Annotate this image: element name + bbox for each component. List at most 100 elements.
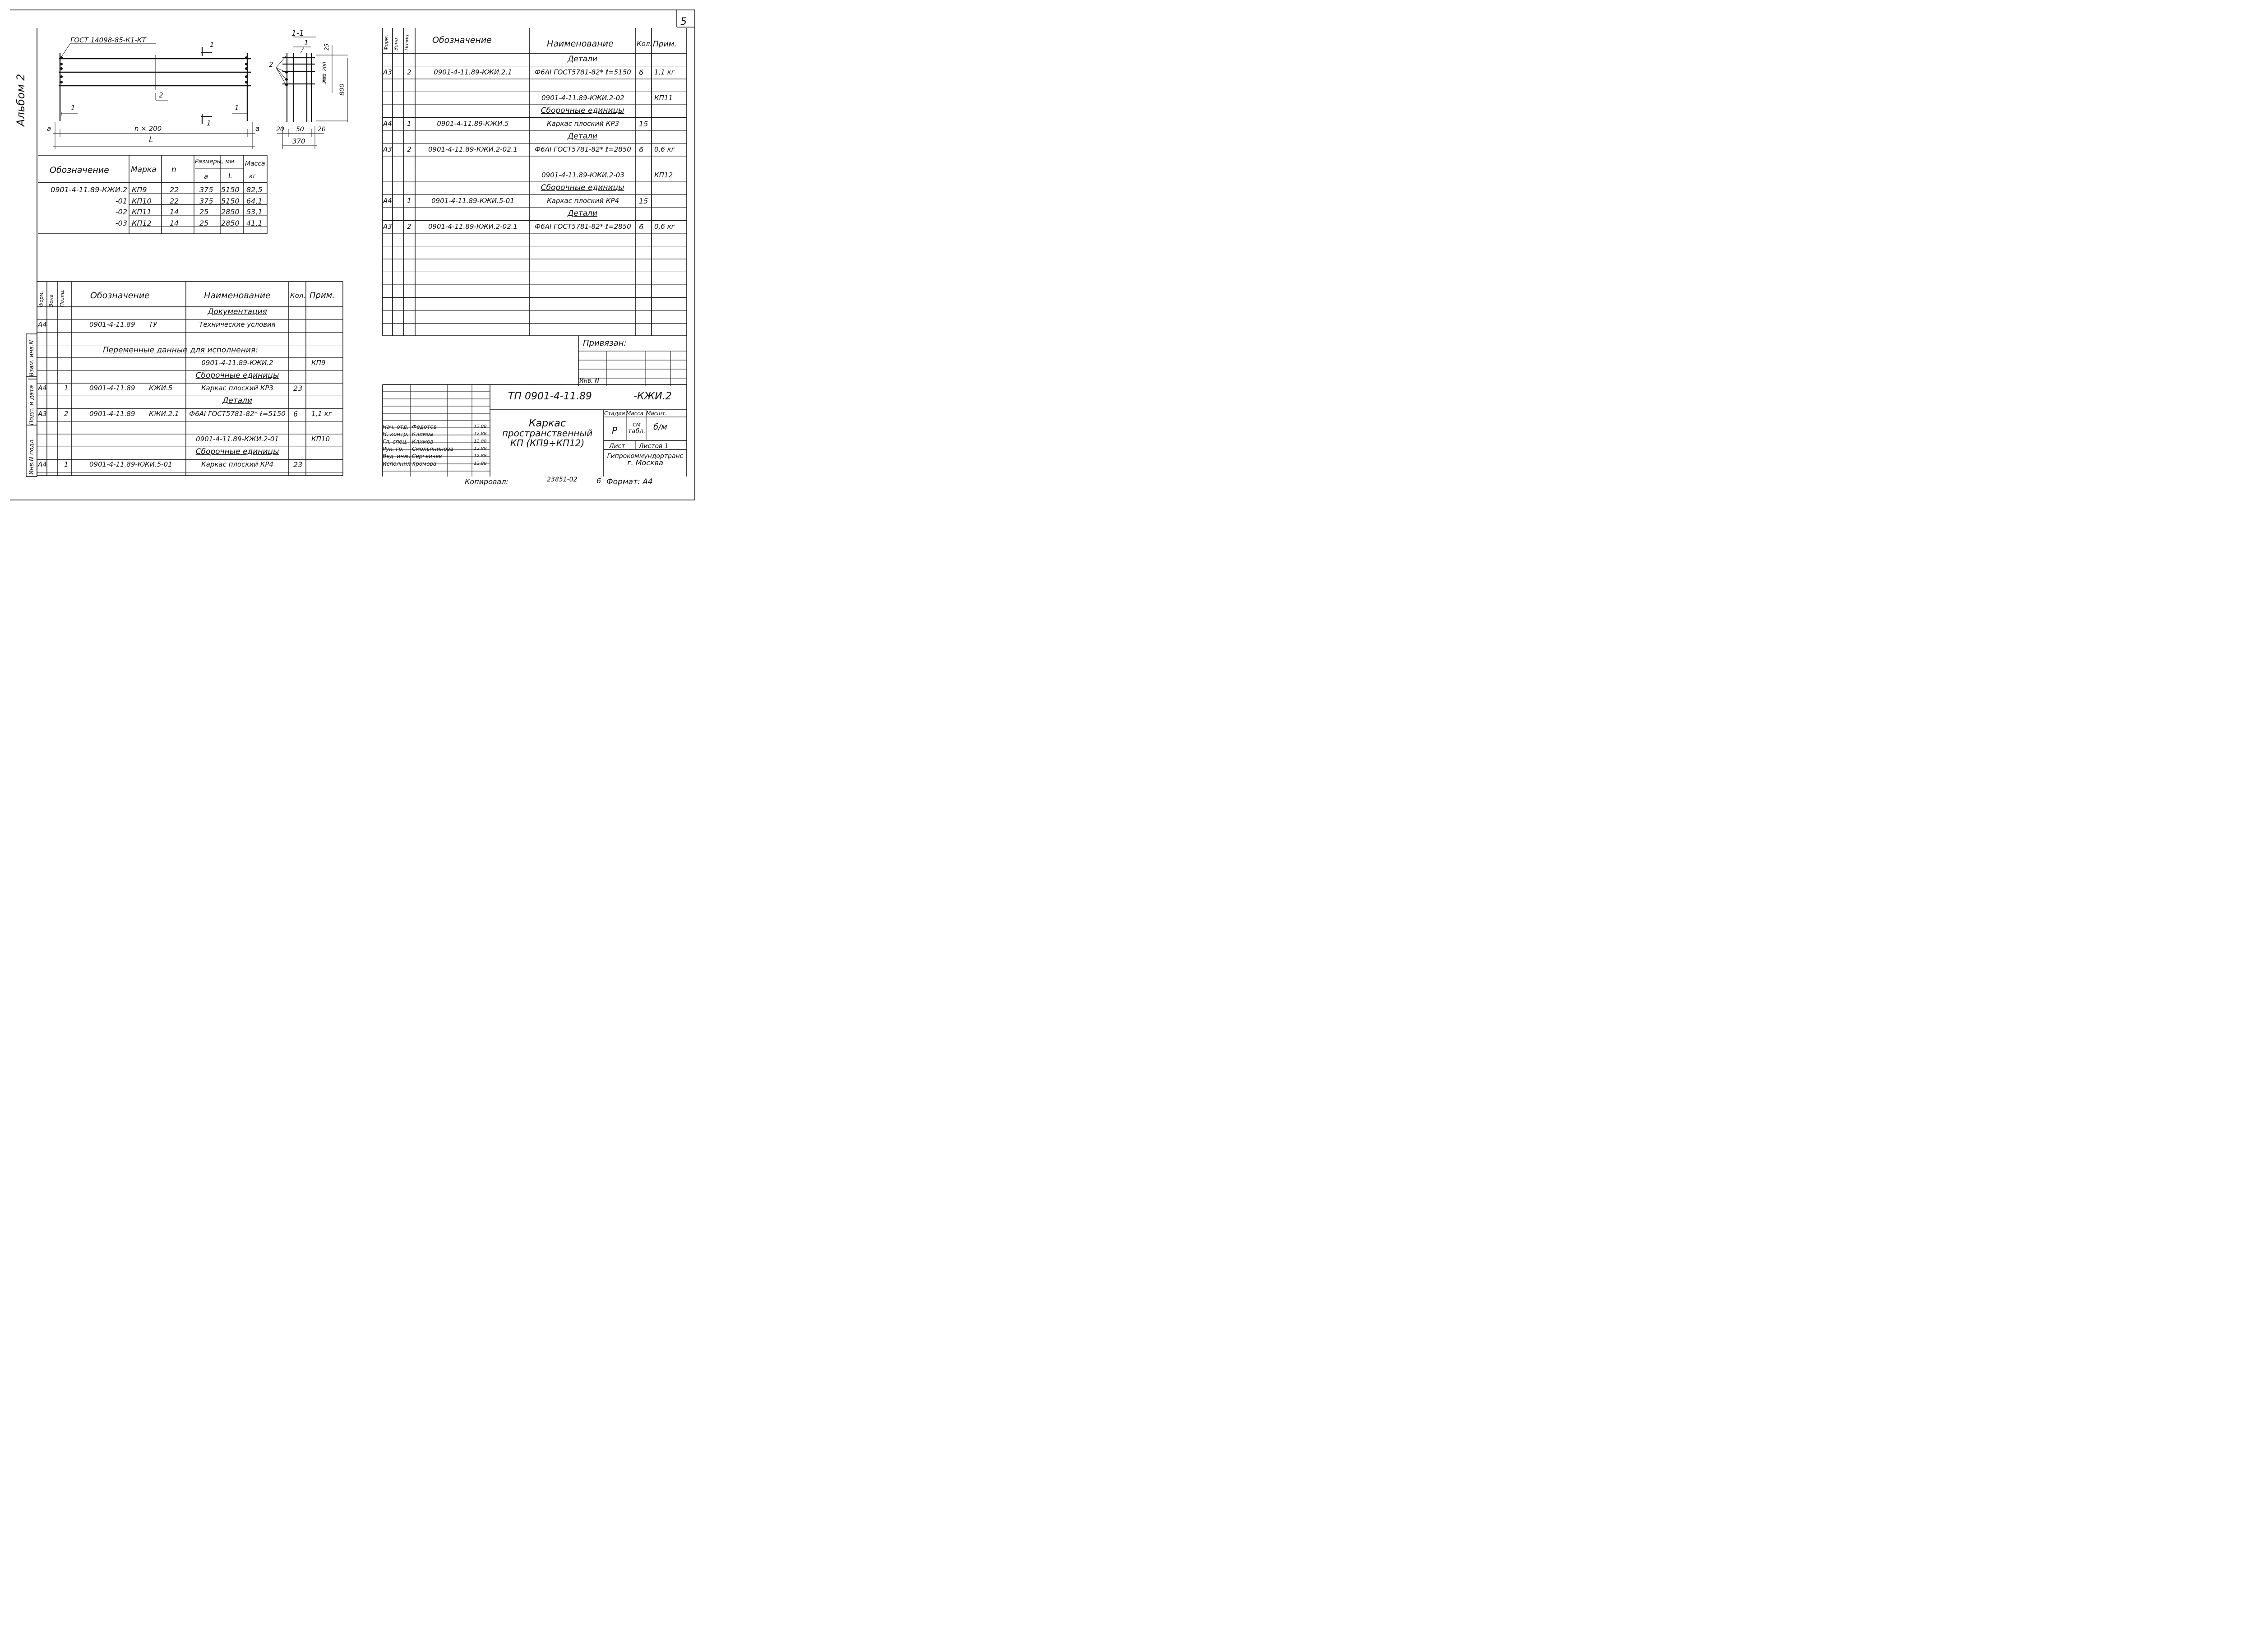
signer-date: 12.88 [474,431,487,437]
spec-left-designation-suffix: КЖИ.5 [149,384,173,393]
side-stamp-sign: Подп. и дата [28,385,35,425]
side-stamp-replace: Взам. инв.N [28,340,35,376]
spec-right-name: Ф6АI ГОСТ5781-82* ℓ=5150 [535,68,631,76]
spec-left-hdr-name: Наименование [204,291,271,301]
size-row-a: 375 [199,185,213,194]
spec-left-section-title: Документация [208,307,267,316]
stage-value: Р [612,425,618,436]
size-row-a: 375 [199,196,213,205]
spec-left-pos: 2 [64,409,69,418]
signer-role: Н. контр. [383,431,409,438]
spec-right-name: Каркас плоский КР3 [546,119,619,128]
callout-1d: 1 [235,104,239,112]
spec-right-name: 0901-4-11.89-КЖИ.2-03 [541,171,624,179]
spec-left-name: 0901-4-11.89-КЖИ.2 [201,358,273,367]
scale-header: Масшт. [646,410,667,416]
spec-left-hdr-pos: Позиц. [59,289,65,307]
doc-title-3: КП (КП9÷КП12) [510,438,585,449]
rule-line [300,46,305,54]
spec-left-hdr-format: Форм. [38,291,44,307]
spec-left-pos: 1 [64,460,69,469]
spec-left-note: 1,1 кг [311,409,332,418]
spec-right-pos: 2 [407,222,411,231]
spec-left-hdr-note: Прим. [310,291,335,300]
doc-title-1: Каркас [529,418,566,429]
spec-left-name: 0901-4-11.89-КЖИ.2-01 [196,435,279,443]
spec-right-hdr-note: Прим. [653,40,677,49]
spec-right-pos: 1 [407,196,411,205]
bar-dot [245,75,248,78]
spec-right-format: А4 [383,119,392,128]
spec-right-note: 1,1 кг [654,68,675,76]
size-row-L: 2850 [221,208,240,216]
signer-name: Сергеичев [412,453,442,460]
spec-left-format: А4 [38,460,47,469]
spec-left-section-title: Сборочные единицы [195,371,279,380]
spec-left-note: КП9 [311,358,326,367]
album-label: Альбом 2 [14,74,27,126]
size-row-mass: 41,1 [246,218,263,227]
bound-inv: Инв. N [579,378,599,384]
spec-right-section-title: Детали [568,55,597,64]
spec-right-section-title: Детали [568,132,597,141]
spec-right-qty: 15 [639,196,648,205]
org-line-1: Гипрокоммундортранс [607,453,684,460]
spec-left-note: КП10 [311,435,330,443]
rule-line [276,67,287,73]
bar-dot [60,75,63,78]
dim-800: 800 [339,83,346,96]
signer-date: 12.88 [474,453,487,459]
scale-value: б/м [653,422,667,432]
spec-right-designation: 0901-4-11.89-КЖИ.5 [437,119,509,128]
size-row-mass: 64,1 [246,196,263,205]
size-row-designation: 0901-4-11.89-КЖИ.2 [51,185,127,194]
spec-right-name: 0901-4-11.89-КЖИ.2-02 [541,93,624,102]
spec-right-qty: 6 [639,145,644,154]
spec-left-designation: 0901-4-11.89 [89,409,135,418]
spec-left-format: А4 [38,320,47,329]
spec-left-qty: 23 [293,460,303,469]
page-number: 5 [680,16,687,28]
bar-dot [245,62,248,65]
spec-left-format: А3 [38,409,47,418]
spec-left-hdr-qty: Кол. [290,292,306,300]
callout-2a: 2 [159,91,163,99]
section-label: 1-1 [291,29,304,38]
spec-right-section-title: Сборочные единицы [541,183,624,192]
rule-line [276,67,287,85]
size-row-mark: КП11 [132,208,152,216]
spec-right-name: Каркас плоский КР4 [546,196,619,205]
side-stamp-inv: Инв.N подл. [28,438,35,475]
spec-right-section-title: Детали [568,209,597,218]
spec-left-section-title: Переменные данные для исполнения: [103,345,258,355]
archive-number: 23851-02 [547,476,578,483]
spec-right-hdr-qty: Кол. [637,40,652,48]
spec-left-format: А4 [38,384,47,393]
spec-right-format: А3 [383,68,392,76]
bar-dot [285,70,288,74]
format-label: Формат: А4 [606,477,653,486]
size-row-mass: 82,5 [246,185,263,194]
size-row-designation: -01 [115,196,127,205]
signer-date: 12.88 [474,424,487,429]
size-row-a: 25 [199,218,209,227]
size-hdr-mark: Марка [131,165,157,174]
spec-left-designation: 0901-4-11.89 [89,384,135,393]
signer-role: Исполнил [383,460,411,467]
spec-left-designation-suffix: ТУ [149,320,157,329]
dim-25: 25 [324,43,330,51]
callout-1e: 1 [207,119,211,127]
spec-right-pos: 2 [407,145,411,153]
dim-50: 50 [296,126,304,133]
bar-dot [285,78,288,81]
size-row-designation: -02 [115,208,127,216]
size-row-n: 14 [170,208,179,216]
size-hdr-kg: кг [249,173,256,180]
spec-right-qty: 6 [639,68,644,77]
spec-right-pos: 1 [407,119,411,128]
signer-name: Климов [412,431,434,438]
bar-dot [245,80,248,83]
spec-right-format: А4 [383,196,392,205]
size-row-n: 14 [170,218,179,227]
dim-370: 370 [292,137,305,145]
